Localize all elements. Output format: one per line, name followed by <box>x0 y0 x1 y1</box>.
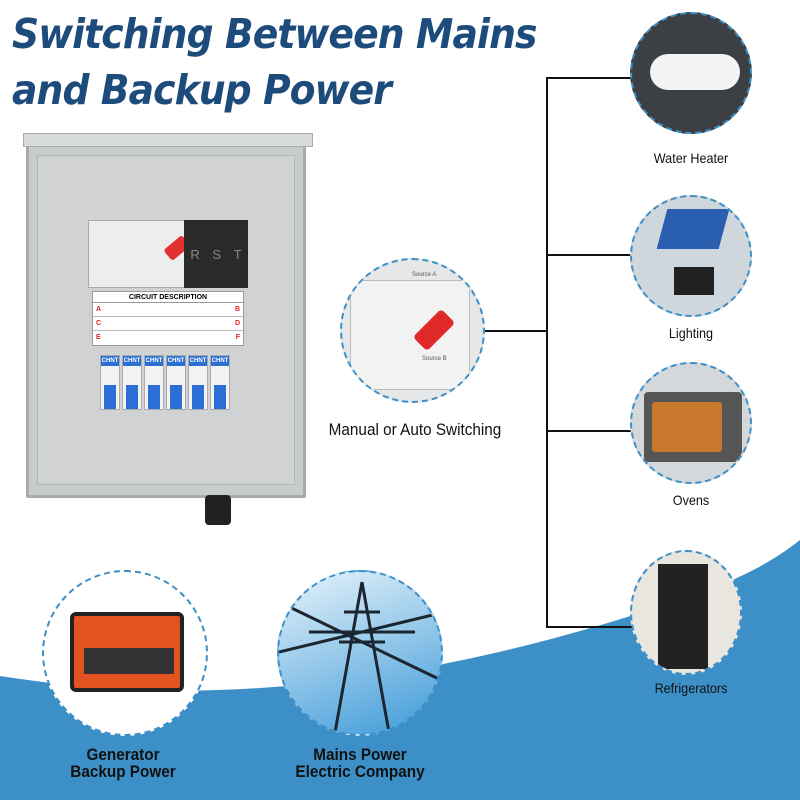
breaker-toggle <box>192 385 204 409</box>
ats-switch-module <box>88 220 191 288</box>
source-label-mains: Mains Power Electric Company <box>272 746 448 780</box>
terminal-label: T <box>233 246 242 262</box>
breaker-brand-label: CHNT <box>167 356 185 366</box>
terminal-label: S <box>212 246 222 262</box>
breaker: CHNT <box>100 355 120 410</box>
breaker: CHNT <box>210 355 230 410</box>
power-tower-icon <box>277 570 443 736</box>
page-title: Switching Between Mains and Backup Power <box>12 10 537 114</box>
circuit-letter: B <box>234 306 240 313</box>
circuit-description-header: CIRCUIT DESCRIPTION <box>93 292 243 303</box>
circuit-letter: A <box>96 306 102 313</box>
oven-icon <box>630 362 752 484</box>
source-label-line: Mains Power <box>313 745 407 764</box>
connector-to-water-heater <box>546 77 632 79</box>
cable-gland <box>205 495 231 525</box>
breaker: CHNT <box>188 355 208 410</box>
breaker-toggle <box>170 385 182 409</box>
connector-to-lighting <box>546 254 632 256</box>
circuit-breakers: CHNT CHNT CHNT CHNT CHNT CHNT <box>100 355 230 410</box>
breaker: CHNT <box>122 355 142 410</box>
load-label-water-heater: Water Heater <box>653 150 729 166</box>
load-label-refrigerators: Refrigerators <box>654 680 728 696</box>
breaker: CHNT <box>144 355 164 410</box>
enclosure-lid <box>23 133 313 147</box>
breaker-toggle <box>104 385 116 409</box>
source-label-line: Backup Power <box>70 762 176 781</box>
circuit-letter: C <box>96 320 102 327</box>
breaker: CHNT <box>166 355 186 410</box>
switching-label: Manual or Auto Switching <box>328 420 502 439</box>
terminal-cover: R S T <box>184 220 248 288</box>
source-b-label: Source B <box>422 356 447 362</box>
load-label-lighting: Lighting <box>668 325 714 341</box>
breaker-toggle <box>214 385 226 409</box>
connector-to-refrigerators <box>546 626 632 628</box>
load-label-ovens: Ovens <box>672 492 710 508</box>
connector-from-switch <box>485 330 547 332</box>
source-label-generator: Generator Backup Power <box>39 746 206 780</box>
solar-light-icon <box>630 195 752 317</box>
circuit-letter: D <box>234 320 240 327</box>
source-label-line: Electric Company <box>295 762 425 781</box>
breaker-brand-label: CHNT <box>101 356 119 366</box>
breaker-brand-label: CHNT <box>211 356 229 366</box>
breaker-toggle <box>126 385 138 409</box>
switch-closeup-icon: Source A Source B <box>340 258 485 403</box>
terminal-label: R <box>190 246 200 262</box>
breaker-brand-label: CHNT <box>145 356 163 366</box>
breaker-brand-label: CHNT <box>189 356 207 366</box>
breaker-toggle <box>148 385 160 409</box>
refrigerator-icon <box>630 550 742 675</box>
connector-trunk <box>546 77 548 628</box>
water-heater-icon <box>630 12 752 134</box>
switch-closeup-panel <box>350 280 470 390</box>
generator-icon <box>42 570 208 736</box>
source-a-label: Source A <box>412 272 437 278</box>
connector-to-ovens <box>546 430 632 432</box>
circuit-letter: E <box>96 334 101 341</box>
breaker-brand-label: CHNT <box>123 356 141 366</box>
source-label-line: Generator <box>86 745 160 764</box>
circuit-letter: F <box>235 334 240 341</box>
